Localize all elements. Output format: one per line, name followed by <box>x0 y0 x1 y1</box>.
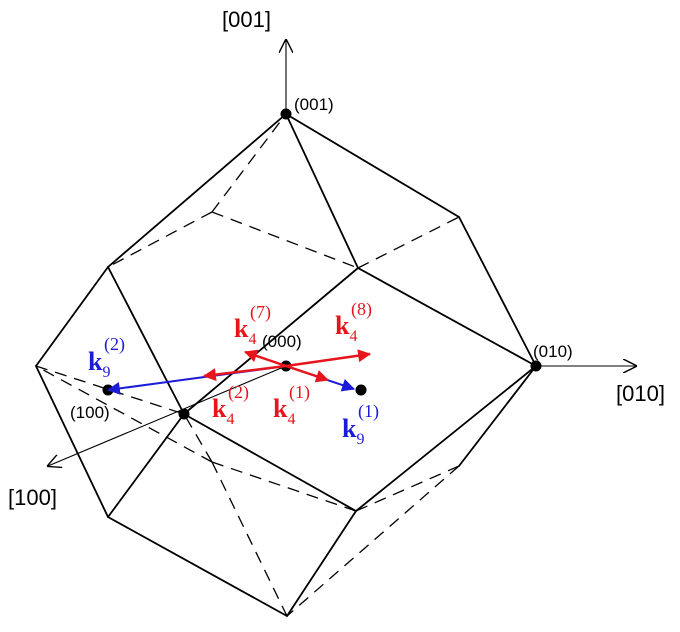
wave-vectors <box>106 349 372 395</box>
vector-k4-7-arrow <box>243 349 287 368</box>
hidden-edge <box>211 461 357 512</box>
label-k4-2: k4(2) <box>212 382 249 428</box>
hidden-edge <box>183 413 213 463</box>
point-label-100: (100) <box>70 403 110 422</box>
edge <box>458 216 537 367</box>
label-k4-8: k4(8) <box>335 299 372 345</box>
point-label-010: (010) <box>533 342 573 361</box>
hidden-edge <box>355 465 460 512</box>
visible-edges <box>35 113 537 617</box>
axis-label-010: [010] <box>616 381 665 406</box>
hidden-edge <box>211 461 288 617</box>
edge <box>458 365 537 467</box>
hidden-edge <box>211 211 359 269</box>
point-k9-1-dot <box>355 384 367 396</box>
point-vertex-dot <box>178 408 190 420</box>
edge <box>286 510 357 617</box>
label-k4-7: k4(7) <box>234 302 271 348</box>
edge <box>107 266 185 415</box>
edge <box>107 516 288 617</box>
hidden-edge <box>107 211 213 268</box>
edge <box>285 113 359 269</box>
point-001-dot <box>280 108 292 120</box>
edge <box>285 113 460 218</box>
vector-k4-1-arrow <box>285 364 330 383</box>
edge <box>35 266 109 367</box>
edge <box>357 267 537 367</box>
point-label-001: (001) <box>294 95 334 114</box>
vector-k4-8-arrow <box>285 349 372 368</box>
point-label-origin: (000) <box>262 332 302 351</box>
hidden-edge <box>211 113 287 213</box>
edge <box>355 365 537 512</box>
label-k9-1: k9(1) <box>342 401 379 448</box>
label-k9-2: k9(2) <box>88 334 125 381</box>
axis-label-001: [001] <box>222 7 271 32</box>
vector-k4-2-arrow <box>202 364 287 382</box>
edge <box>183 413 357 512</box>
hidden-edge <box>35 365 185 415</box>
hidden-edge <box>35 365 213 463</box>
label-k4-1: k4(1) <box>273 382 310 428</box>
hidden-edge <box>357 216 460 269</box>
coordinate-axes <box>48 40 636 466</box>
hidden-edge <box>286 465 460 617</box>
axis-100-arrow <box>48 365 287 466</box>
point-010-dot <box>530 360 542 372</box>
edge <box>107 413 185 518</box>
axis-label-100: [100] <box>8 485 57 510</box>
edge <box>35 365 109 518</box>
edge <box>107 113 287 268</box>
edge <box>183 267 359 415</box>
points <box>102 108 542 420</box>
